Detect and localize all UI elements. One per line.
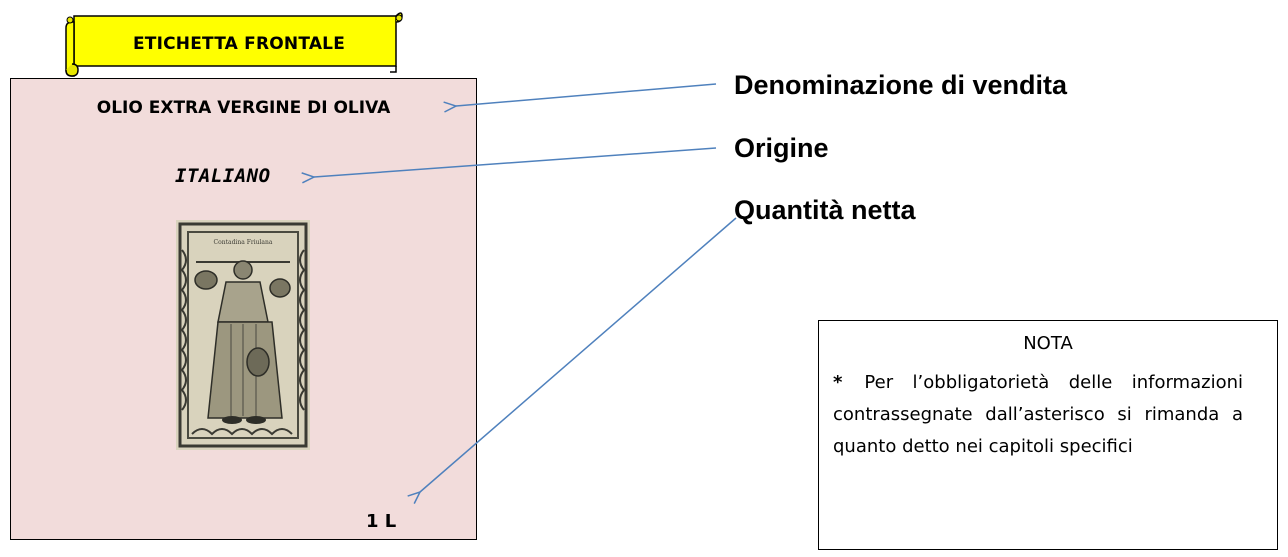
annotation-denominazione: Denominazione di vendita [734,70,1068,100]
note-box: NOTA *Per l’obbligatorietà delle informa… [818,320,1278,550]
arrow-quantita [420,217,737,492]
arrow-origine [314,147,717,177]
note-body: *Per l’obbligatorietà delle informazioni… [833,367,1243,463]
note-text: Per l’obbligatorietà delle informazioni … [833,372,1243,457]
banner-title: ETICHETTA FRONTALE [132,34,346,54]
note-asterisk: * [833,372,843,393]
note-title: NOTA [1023,333,1073,354]
woodcut-illustration: Contadina Friulana [176,220,310,450]
quantity-text: 1 L [366,511,397,532]
arrow-denominazione [456,83,717,106]
woodcut-caption: Contadina Friulana [214,239,273,246]
origin-text: ITALIANO [175,165,271,187]
annotation-quantita: Quantità netta [734,195,916,225]
annotation-origine: Origine [734,133,829,163]
scroll-banner-shape [65,12,403,77]
scroll-banner: ETICHETTA FRONTALE [62,10,408,82]
label-panel: OLIO EXTRA VERGINE DI OLIVA ITALIANO Con… [10,78,477,540]
product-name: OLIO EXTRA VERGINE DI OLIVA [96,98,391,118]
